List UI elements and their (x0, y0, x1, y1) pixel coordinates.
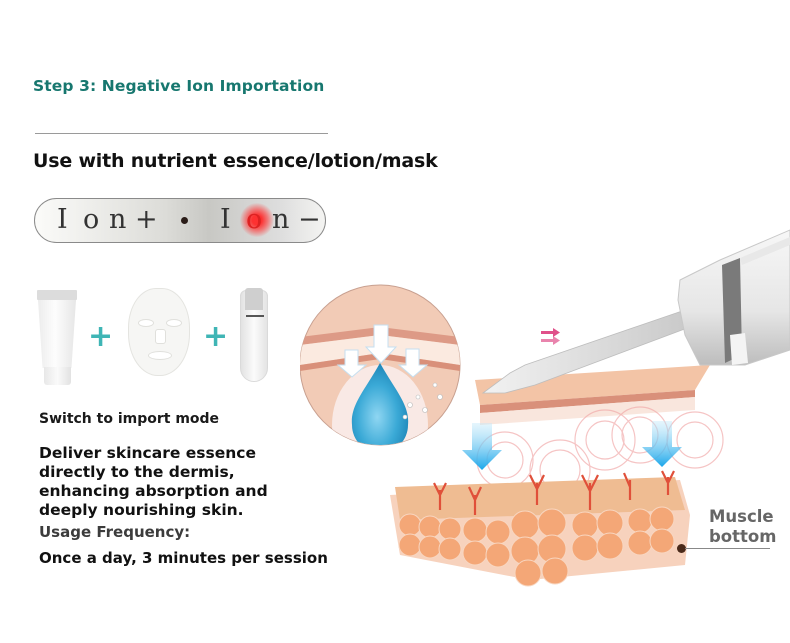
skin-scrubber-device-icon (240, 288, 268, 382)
mode-instruction: Switch to import mode (39, 411, 220, 427)
lotion-tube-icon (37, 290, 77, 386)
step-title: Step 3: Negative Ion Importation (33, 77, 325, 95)
ion-minus-letter-i: I (220, 204, 231, 235)
sheet-mask-icon (128, 288, 190, 376)
muscle-label-line2: bottom (709, 527, 777, 546)
ion-minus-letter-o: o (246, 204, 263, 235)
active-glow-icon (240, 203, 274, 237)
ion-plus-letter-o: o (83, 204, 100, 235)
ion-plus-letter-i: I (57, 204, 68, 235)
usage-frequency-label: Usage Frequency: (39, 523, 191, 541)
muscle-bottom-label: Muscle bottom (709, 507, 776, 547)
plus-icon: + (203, 319, 229, 354)
ion-plus-sign: + (135, 204, 158, 235)
product-combination: + + (30, 285, 290, 385)
ion-mode-indicator: I o n + I o n − (34, 198, 326, 243)
callout-line (685, 548, 770, 549)
ion-plus-letter-n: n (109, 204, 127, 235)
muscle-label-line1: Muscle (709, 507, 774, 526)
divider (35, 133, 328, 134)
ion-minus-letter-n: n (272, 204, 290, 235)
ion-minus-sign: − (298, 204, 321, 235)
plus-icon: + (88, 319, 114, 354)
usage-frequency-value: Once a day, 3 minutes per session (39, 549, 328, 567)
subtitle: Use with nutrient essence/lotion/mask (33, 150, 438, 172)
benefit-description: Deliver skincare essence directly to the… (39, 444, 268, 519)
skin-layer-illustration (300, 229, 790, 587)
callout-dot-icon (677, 544, 686, 553)
separator-dot-icon (181, 217, 188, 224)
